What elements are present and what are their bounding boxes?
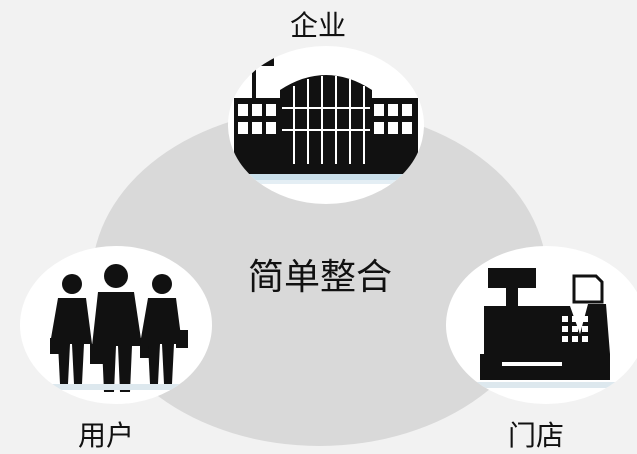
enterprise-node: [228, 46, 424, 204]
building-icon: [228, 54, 424, 184]
hub-label: 简单整合: [247, 257, 392, 298]
users-label: 用户: [78, 419, 135, 452]
users-node: [20, 246, 212, 404]
cash-register-icon: [446, 268, 637, 388]
enterprise-label: 企业: [290, 9, 347, 42]
stores-label: 门店: [508, 419, 565, 452]
shoppers-icon: [20, 264, 212, 392]
stores-node: [446, 246, 637, 404]
